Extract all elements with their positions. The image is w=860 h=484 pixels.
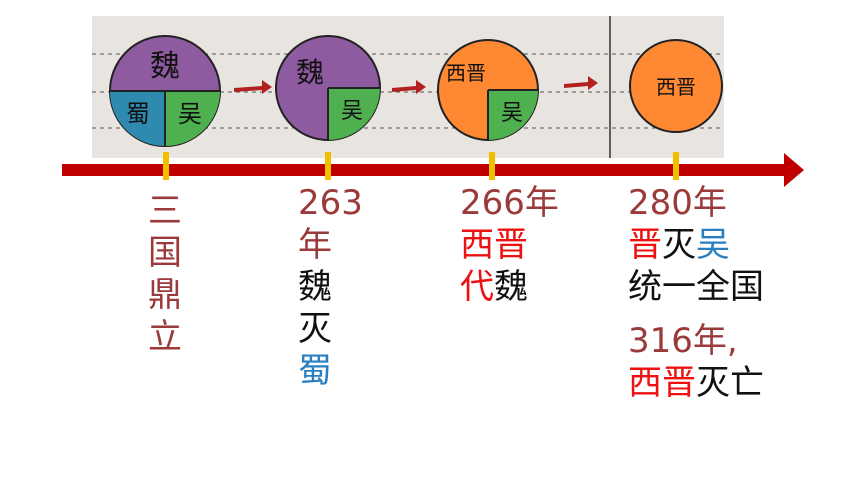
jin-label: 西晋: [446, 61, 486, 85]
label-263: 263 年 魏 灭 蜀: [298, 182, 363, 392]
jin-mie-wu-line: 晋灭吴: [628, 224, 764, 266]
char: 鼎: [148, 275, 182, 315]
wu-segment: [488, 90, 538, 140]
shu-label: 蜀: [126, 100, 150, 128]
wei-text: 魏: [494, 267, 528, 307]
drawing-photo: 魏 蜀 吴 魏 吴 西晋 吴 西晋: [92, 16, 724, 158]
mie-text: 灭: [662, 225, 696, 265]
dai-text: 代: [460, 267, 494, 307]
wu-label: 吴: [341, 99, 363, 124]
char: 三: [148, 191, 182, 231]
char: 立: [148, 317, 182, 357]
wei-label: 魏: [296, 56, 324, 89]
shu-text: 蜀: [298, 351, 332, 391]
unify-text: 统一全国: [628, 267, 764, 307]
jin-circle: 西晋: [629, 39, 723, 133]
year: 266年: [460, 183, 559, 223]
tick-2: [325, 152, 331, 180]
mie-text: 灭: [298, 309, 332, 349]
jin-wu-circle: 西晋 吴: [437, 39, 539, 141]
wei-label: 魏: [150, 49, 180, 84]
wei-text: 魏: [298, 267, 332, 307]
wu-label: 吴: [501, 101, 523, 126]
wu-segment: [328, 88, 380, 140]
wu-label: 吴: [178, 100, 202, 128]
arrow-1: [234, 80, 272, 94]
three-kingdoms-circle: 魏 蜀 吴: [109, 35, 221, 147]
tick-4: [673, 152, 679, 180]
label-280: 280年 晋灭吴 统一全国 316年, 西晋灭亡: [628, 182, 764, 404]
wu-segment: [165, 91, 220, 146]
shu-segment: [110, 91, 165, 146]
year-number: 263: [298, 183, 363, 223]
year: 280年: [628, 183, 727, 223]
year-316: 316年,: [628, 321, 738, 361]
char: 国: [148, 233, 182, 273]
fall-text: 灭亡: [696, 363, 764, 403]
label-three-kingdoms: 三 国 鼎 立: [148, 190, 182, 358]
axis-arrowhead: [784, 153, 804, 187]
year-unit: 年: [298, 225, 332, 265]
jin-text: 晋: [628, 225, 662, 265]
jin-label: 西晋: [656, 75, 696, 99]
jin-fall-line: 西晋灭亡: [628, 362, 764, 404]
axis-bar: [62, 164, 786, 176]
jin-text: 西晋: [460, 225, 528, 265]
timeline-axis: [62, 152, 804, 187]
dai-wei-line: 代魏: [460, 266, 559, 308]
tick-3: [489, 152, 495, 180]
arrow-2: [392, 80, 426, 94]
wei-wu-circle: 魏 吴: [275, 35, 381, 141]
arrow-3: [564, 76, 598, 90]
wu-text: 吴: [696, 225, 730, 265]
tick-1: [163, 152, 169, 180]
jin-text: 西晋: [628, 363, 696, 403]
label-266: 266年 西晋 代魏: [460, 182, 559, 308]
